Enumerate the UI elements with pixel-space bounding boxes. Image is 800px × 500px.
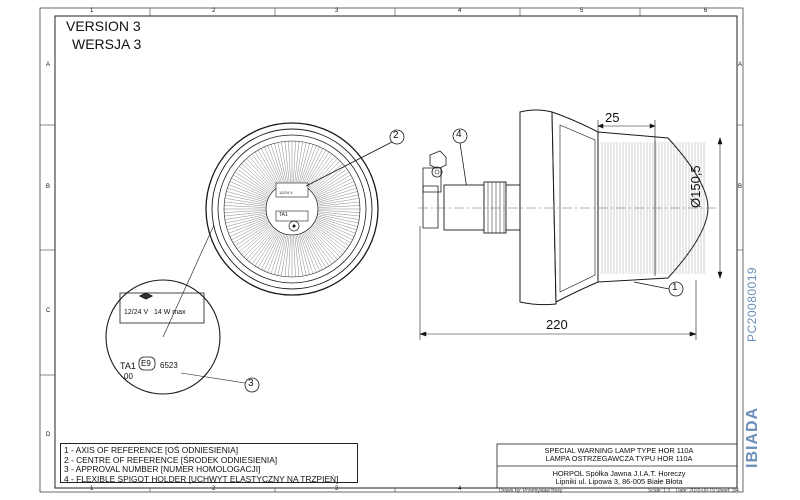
- brand-logo: IBIADA: [744, 406, 761, 468]
- title-line-1: SPECIAL WARNING LAMP TYPE HOR 110A: [544, 446, 694, 455]
- detail-power: 14 W max: [154, 309, 186, 316]
- side-code: PC20080019: [745, 266, 759, 342]
- version-pl: WERSJA 3: [72, 36, 142, 52]
- front-view: [205, 122, 379, 296]
- col-label-6: 6: [704, 8, 708, 14]
- company-name: HORPOL Spółka Jawna J.I.A.T. Horeczy: [552, 469, 686, 478]
- legend-item-4: 4 - FLEXIBLE SPIGOT HOLDER [UCHWYT ELAST…: [64, 473, 339, 484]
- detail-view: [105, 224, 246, 395]
- callout-marks: [244, 128, 684, 393]
- col-label-1: 1: [90, 8, 94, 14]
- legend-item-2: 2 - CENTRE OF REFERENCE [ŚRODEK ODNIESIE…: [64, 454, 278, 465]
- col-label-4-bottom: 4: [458, 486, 462, 492]
- callout-3: 3: [248, 378, 254, 389]
- detail-mark: E9: [141, 359, 151, 368]
- detail-approval-prefix: TA1: [120, 361, 136, 371]
- detail-approval-sub: 00: [124, 372, 133, 381]
- row-label-c: C: [46, 308, 51, 314]
- company-lines: HORPOL Spółka Jawna J.I.A.T. Horeczy Lip…: [497, 469, 741, 487]
- detail-approval-number: 6523: [160, 361, 178, 370]
- row-label-a: A: [46, 62, 51, 68]
- row-label-b: B: [46, 184, 51, 190]
- title-block-lines: [496, 443, 738, 489]
- front-label-approval: TA1: [279, 212, 288, 218]
- company-address: Lipniki ul. Lipowa 3, 86-005 Białe Błota: [555, 477, 683, 487]
- drawn-by: Drawn by: Przemysław Bosy: [499, 488, 563, 494]
- detail-voltage: 12/24 V: [124, 309, 149, 316]
- date: Date: 2020-09-19: [676, 488, 715, 494]
- col-label-5: 5: [580, 8, 584, 14]
- col-label-1-bottom: 1: [90, 486, 94, 492]
- side-view: [418, 109, 716, 306]
- front-label-voltage: 12/24 V: [279, 190, 293, 195]
- callout-2: 2: [393, 130, 399, 141]
- col-label-2-bottom: 2: [212, 486, 216, 492]
- dim-diameter: Ø150,5: [688, 165, 703, 208]
- lens-rays: [224, 141, 360, 277]
- dimension-lines: [419, 120, 723, 340]
- sheet-number: Sheet: 3/4: [716, 488, 739, 494]
- scale: Scale: 1:2: [648, 488, 671, 494]
- row-label-b-right: B: [738, 184, 743, 190]
- col-label-4: 4: [458, 8, 462, 14]
- callout-4: 4: [456, 129, 462, 140]
- legend-box: 1 - AXIS OF REFERENCE [OŚ ODNIESIENIA] 2…: [60, 443, 358, 483]
- col-label-3: 3: [335, 8, 339, 14]
- dim-220: 220: [546, 317, 568, 332]
- inner-frame: [54, 15, 738, 489]
- legend-item-3: 3 - APPROVAL NUMBER [NUMER HOMOLOGACJI]: [64, 464, 261, 475]
- callout-1: 1: [672, 282, 678, 293]
- grid-ticks: [40, 8, 743, 492]
- title-lines: SPECIAL WARNING LAMP TYPE HOR 110A LAMPA…: [497, 446, 741, 464]
- title-block: SPECIAL WARNING LAMP TYPE HOR 110A LAMPA…: [497, 444, 741, 486]
- col-label-3-bottom: 3: [335, 486, 339, 492]
- col-label-2: 2: [212, 8, 216, 14]
- dim-25: 25: [605, 110, 620, 125]
- title-line-2: LAMPA OSTRZEGAWCZA TYPU HOR 110A: [545, 454, 693, 464]
- row-label-a-right: A: [738, 62, 743, 68]
- version-en: VERSION 3: [66, 18, 141, 34]
- row-label-d: D: [46, 432, 51, 438]
- legend-item-1: 1 - AXIS OF REFERENCE [OŚ ODNIESIENIA]: [64, 445, 239, 455]
